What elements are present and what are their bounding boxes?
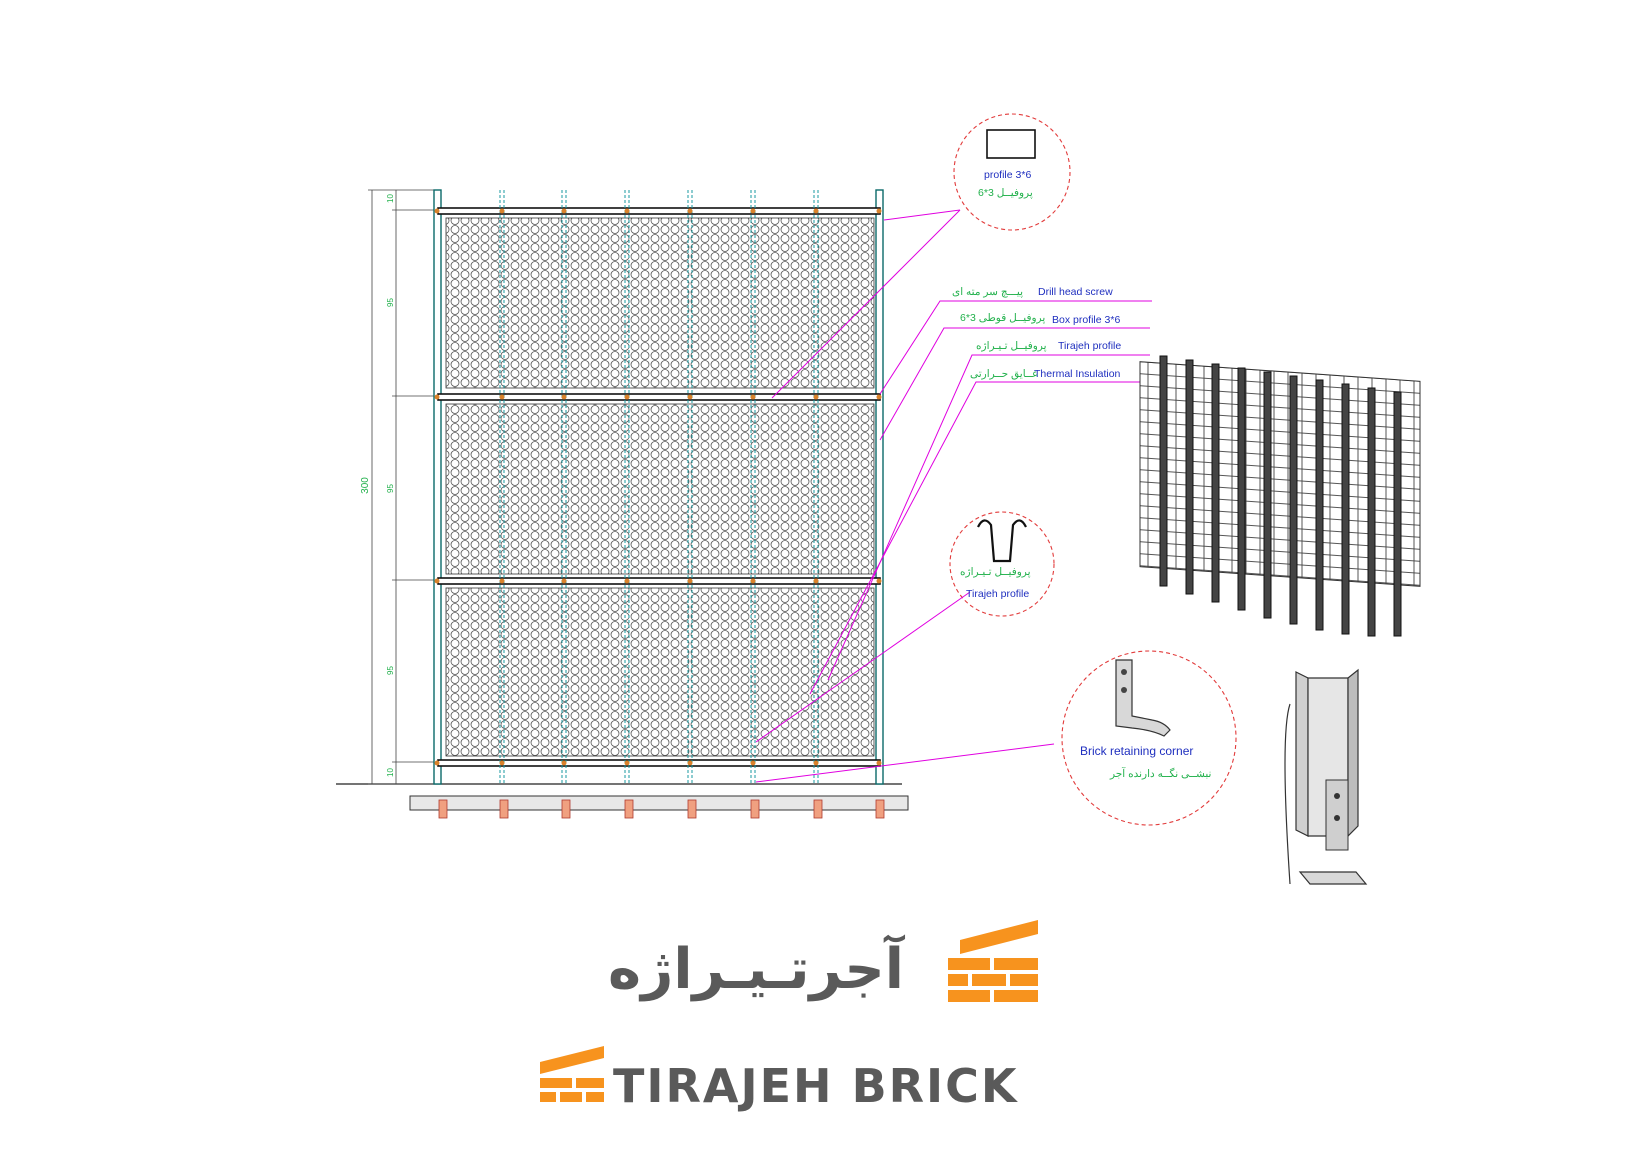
label-drill-screw-en: Drill head screw xyxy=(1038,286,1113,298)
dim-row-1: 95 xyxy=(385,298,395,307)
dim-row-3: 95 xyxy=(385,666,395,675)
wall-elevation xyxy=(336,189,909,819)
dim-row-2: 95 xyxy=(385,484,395,493)
label-tirajeh-profile-fa: پروفیــل تـیـراژه xyxy=(976,340,1047,352)
dimension-lines xyxy=(368,189,440,785)
foundation xyxy=(409,795,909,811)
brand-name-persian: آجرتـیـراژه xyxy=(608,937,904,1002)
profile-assembly-illustration xyxy=(1139,355,1421,637)
callout-circles xyxy=(949,113,1237,826)
anchor-bolts xyxy=(438,799,885,819)
brand-name-english: TIRAJEH BRICK xyxy=(613,1059,1019,1113)
mesh-panel-2 xyxy=(445,403,875,575)
label-profile-en: profile 3*6 xyxy=(984,169,1032,181)
label-detail-tirajeh-fa: پروفیــل تـیـراژه xyxy=(960,566,1031,578)
dim-bottom: 10 xyxy=(385,768,395,777)
label-profile-fa: پروفیــل 3*6 xyxy=(978,187,1033,199)
label-thermal-insulation-fa: عــایق حــرارتی xyxy=(970,368,1039,380)
label-box-profile-fa: پروفیــل قوطی 3*6 xyxy=(960,312,1046,324)
label-thermal-insulation-en: Thermal Insulation xyxy=(1034,368,1121,380)
logo-brick-mark-top xyxy=(948,920,1038,1002)
profile-section-icon xyxy=(986,129,1036,159)
tirajeh-mullions xyxy=(499,190,819,784)
right-post xyxy=(875,189,884,785)
label-drill-screw-fa: پیـــچ سر مته ای xyxy=(952,286,1023,298)
brick-corner-icon xyxy=(1115,659,1171,737)
tirajeh-section-icon xyxy=(977,519,1027,563)
label-tirajeh-profile-en: Tirajeh profile xyxy=(1058,340,1122,352)
mesh-panel-1 xyxy=(445,217,875,389)
dim-total: 300 xyxy=(359,477,371,494)
left-post xyxy=(433,189,442,785)
logo-brick-mark-bottom xyxy=(540,1046,604,1102)
drill-screws xyxy=(434,208,882,766)
label-box-profile-en: Box profile 3*6 xyxy=(1052,314,1121,326)
label-detail-tirajeh-en: Tirajeh profile xyxy=(966,588,1030,600)
label-brick-corner-en: Brick retaining corner xyxy=(1080,744,1194,758)
leader-lines xyxy=(755,209,1152,783)
mesh-panel-3 xyxy=(445,587,875,757)
dim-top: 10 xyxy=(385,194,395,203)
label-brick-corner-fa: نبشــی نگــه دارنده آجر xyxy=(1110,768,1212,780)
corner-bracket-illustration xyxy=(1284,668,1368,885)
